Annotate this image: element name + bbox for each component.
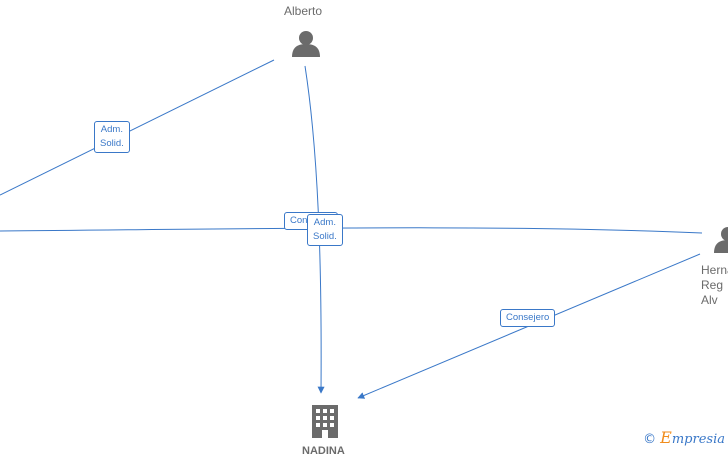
- edge-left-to-hernandez: [0, 227, 703, 234]
- edge-left-to-alberto: [0, 59, 275, 196]
- person-icon[interactable]: [292, 31, 320, 57]
- brand-logo-e: E: [660, 428, 672, 447]
- edge-label-adm-solid-center[interactable]: Adm. Solid.: [307, 214, 343, 246]
- copyright-symbol: ©: [643, 432, 657, 447]
- edge-label-adm-solid-left[interactable]: Adm. Solid.: [94, 121, 130, 153]
- empresia-watermark: ©Empresia: [643, 428, 725, 447]
- person-icon[interactable]: [714, 227, 728, 253]
- building-icon[interactable]: [312, 405, 338, 438]
- brand-logo-text: mpresia: [671, 432, 725, 447]
- edge-label-consejero-right[interactable]: Consejero: [500, 309, 556, 327]
- node-label-company: NADINA: [302, 445, 345, 457]
- node-label-alberto: Alberto: [284, 4, 323, 18]
- node-label-hernandez: Herna Reg Alv: [701, 263, 728, 307]
- edge-alberto-to-company: [304, 65, 325, 394]
